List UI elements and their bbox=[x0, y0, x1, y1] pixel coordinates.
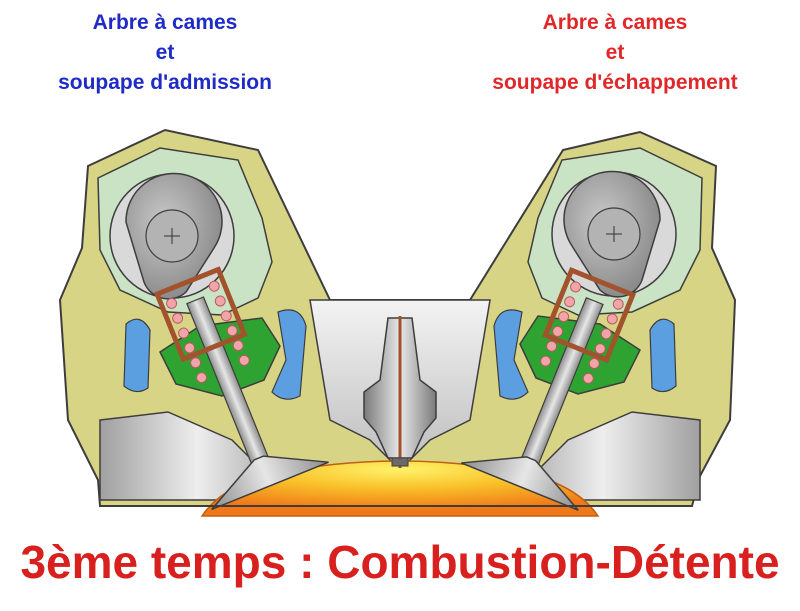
exhaust-label-line1: Arbre à cames bbox=[542, 11, 688, 34]
spark-plug bbox=[363, 316, 437, 468]
cooling-passage-right-inner bbox=[493, 309, 529, 400]
exhaust-valve-spring bbox=[540, 281, 624, 384]
intake-label-line2: et bbox=[155, 41, 175, 64]
intake-bucket bbox=[153, 266, 248, 363]
cooling-passage-left-inner bbox=[271, 309, 307, 400]
cooling-passage-left bbox=[123, 318, 151, 393]
intake-valve-head bbox=[211, 455, 329, 511]
camshaft-exhaust bbox=[551, 170, 677, 298]
cooling-passage-right bbox=[649, 318, 677, 393]
intake-camshaft-label: Arbre à cames et soupape d'admission bbox=[10, 8, 320, 98]
exhaust-label-line2: et bbox=[605, 41, 625, 64]
intake-label-line3: soupape d'admission bbox=[58, 71, 272, 94]
intake-label-line1: Arbre à cames bbox=[92, 11, 238, 34]
exhaust-valve-assembly bbox=[461, 266, 637, 511]
intake-valve-assembly bbox=[153, 266, 329, 511]
camshaft-intake bbox=[109, 172, 235, 300]
exhaust-valve-head bbox=[461, 456, 579, 511]
exhaust-label-line3: soupape d'échappement bbox=[492, 71, 738, 94]
stroke-caption: 3ème temps : Combustion-Détente bbox=[20, 536, 780, 588]
intake-valve-spring bbox=[166, 280, 250, 384]
exhaust-camshaft-label: Arbre à cames et soupape d'échappement bbox=[460, 8, 770, 98]
exhaust-bucket bbox=[542, 266, 637, 364]
